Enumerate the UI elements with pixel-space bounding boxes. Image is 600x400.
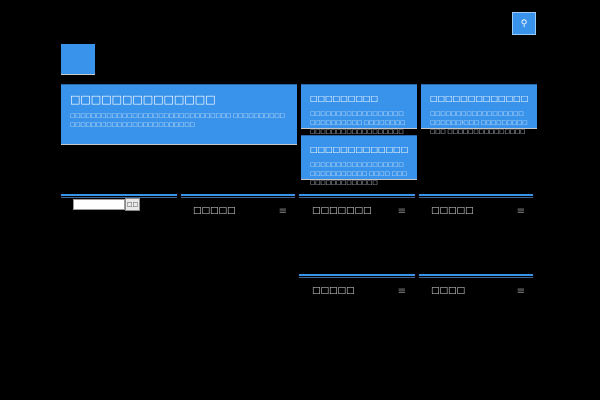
column-divider [61,194,177,198]
tile-text: □□□□□□□□□□□□□□□□□□ □□□□□□)□□□ □□□□□□□□□□… [430,111,528,135]
nav-item-label: □□□□□ [431,206,474,216]
nav-item-label: □□□□□□□ [312,206,372,216]
menu-icon: ≡ [516,285,525,297]
tile-text: □□□□□□□□□□□□□□□□□□□□□□□□□□□□□□□ □□□□□□□□… [70,113,285,128]
column-divider [299,194,415,198]
nav-item-label: □□□□□ [193,206,236,216]
search-button[interactable]: ⚲ [512,12,536,35]
nav-item-label: □□□□ [431,286,466,296]
tile-title: □□□□□□□□□ [310,94,379,103]
menu-icon: ≡ [278,205,287,217]
site-search: □□ [73,198,140,211]
nav-item[interactable]: □□□□□ ≡ [431,205,525,217]
menu-icon: ≡ [516,205,525,217]
feature-tile-main[interactable]: □□□□□□□□□□□□□□ □□□□□□□□□□□□□□□□□□□□□□□□□… [61,84,297,145]
search-submit-button[interactable]: □□ [125,198,140,211]
column-divider [419,194,533,198]
feature-tile[interactable]: □□□□□□□□□□□□□□□ □□□□□□□□□□□□□□□□□□ □□□□□… [421,84,537,135]
tile-title: □□□□□□□□□□□□□□□ [430,94,528,103]
nav-item[interactable]: □□□□□ ≡ [312,285,406,297]
feature-tile[interactable]: □□□□□□□□□ □□□□□□□□□□□□□□□□□□□□□□□□□□□□ □… [301,84,417,144]
menu-icon: ≡ [397,285,406,297]
nav-item[interactable]: □□□□□ ≡ [193,205,287,217]
search-input[interactable] [73,199,125,210]
tile-title: □□□□□□□□□□□□□□ [310,145,408,154]
nav-item[interactable]: □□□□ ≡ [431,285,525,297]
nav-item-label: □□□□□ [312,286,355,296]
column-divider [419,274,533,278]
menu-icon: ≡ [397,205,406,217]
nav-item[interactable]: □□□□□□□ ≡ [312,205,406,217]
search-icon: ⚲ [520,18,528,29]
tile-title: □□□□□□□□□□□□□□ [70,93,216,106]
column-divider [299,274,415,278]
logo[interactable] [61,44,95,75]
feature-tile[interactable]: □□□□□□□□□□□□□□ □□□□□□□□□□□□□□□□□□□□□□□□□… [301,135,417,186]
column-divider [181,194,295,198]
tile-text: □□□□□□□□□□□□□□□□□□□□□□□□□□□□□ □□□□ □□□□□… [310,162,408,186]
